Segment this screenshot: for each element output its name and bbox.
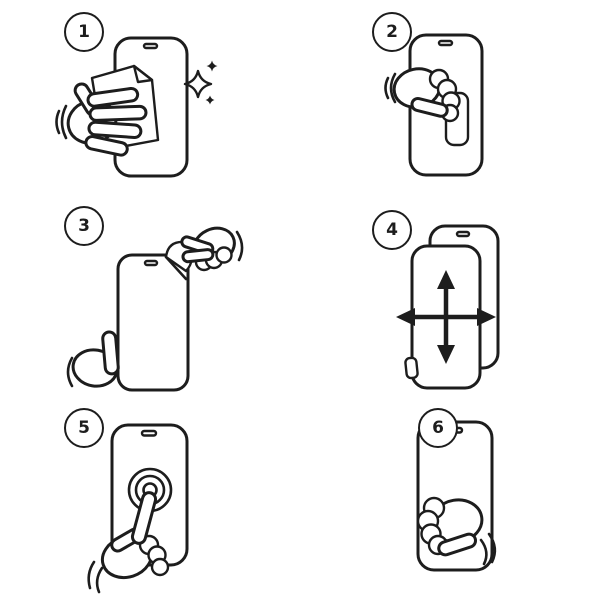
grabbing-hand-icon — [384, 67, 461, 123]
step-panel-6: 6 — [300, 400, 600, 600]
alignment-arrows-icon — [396, 270, 496, 364]
step-number: 5 — [78, 418, 90, 438]
step-number-badge: 6 — [418, 408, 458, 448]
pointing-hand-icon — [87, 491, 170, 594]
peel-film-illustration — [66, 226, 244, 392]
step-number-badge: 2 — [372, 12, 412, 52]
sparkle-icon — [183, 60, 218, 105]
pressing-hand-icon — [416, 496, 497, 566]
align-protector-illustration — [396, 224, 500, 390]
wipe-screen-illustration — [55, 36, 218, 178]
step-panel-4: 4 — [300, 200, 600, 400]
step-panel-1: 1 — [0, 0, 300, 200]
phone-icon — [116, 253, 190, 392]
step-number: 2 — [386, 22, 398, 42]
step-number: 1 — [78, 22, 90, 42]
step-number-badge: 5 — [64, 408, 104, 448]
holding-hand-icon — [66, 330, 120, 388]
step-panel-5: 5 — [0, 400, 300, 600]
step-number-badge: 1 — [64, 12, 104, 52]
step-panel-3: 3 — [0, 200, 300, 400]
remove-dust-sticker-illustration — [384, 33, 484, 177]
step-number: 3 — [78, 216, 90, 236]
step-number-badge: 4 — [372, 210, 412, 250]
smooth-surface-illustration — [416, 420, 497, 572]
protector-tab-icon — [404, 356, 419, 380]
tap-center-illustration — [87, 423, 189, 594]
step-number: 6 — [432, 418, 444, 438]
step-panel-2: 2 — [300, 0, 600, 200]
step-number: 4 — [386, 220, 398, 240]
pinching-hand-icon — [180, 226, 244, 272]
step-number-badge: 3 — [64, 206, 104, 246]
wiping-hand-icon — [55, 82, 148, 157]
